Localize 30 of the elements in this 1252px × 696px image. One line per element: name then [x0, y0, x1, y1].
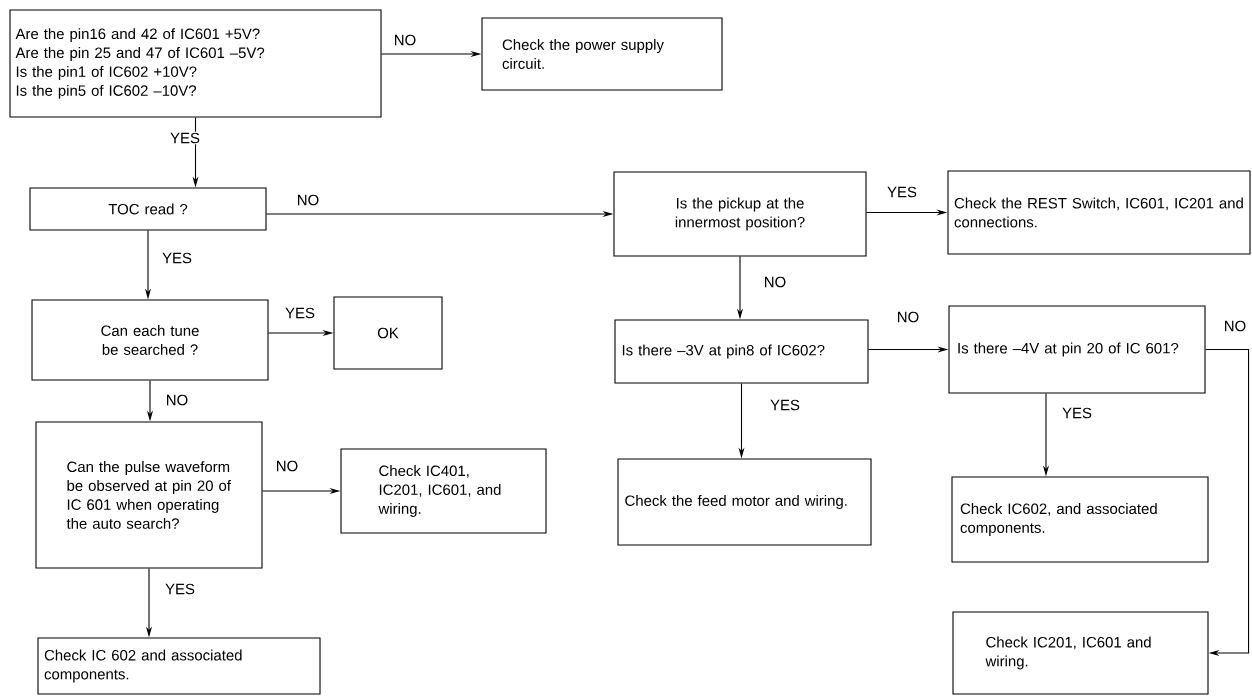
action-box: Check the REST Switch, IC601, IC201 and connections.	[947, 170, 1251, 255]
edge-label: YES	[169, 131, 201, 145]
question-box: Is the pickup at the innermost position?	[613, 171, 867, 257]
result-box: OK	[333, 296, 443, 370]
edge-label: YES	[164, 582, 196, 596]
action-box: Check IC 602 and associated components.	[37, 637, 321, 695]
edge-label: NO	[895, 310, 921, 324]
action-box: Check IC201, IC601 and wiring.	[952, 611, 1209, 695]
action-box: Check the power supply circuit.	[481, 17, 723, 91]
question-box: Is there –3V at pin8 of IC602?	[614, 319, 869, 384]
question-box: Can each tune be searched ?	[31, 299, 269, 381]
question-box: TOC read ?	[29, 187, 267, 231]
edge-label: NO	[762, 275, 788, 289]
edge-label: NO	[392, 33, 418, 47]
action-box: Check the feed motor and wiring.	[617, 458, 872, 546]
edge-label: NO	[274, 459, 300, 473]
edge-label: YES	[886, 185, 918, 199]
question-box: Is there –4V at pin 20 of IC 601?	[948, 305, 1206, 394]
question-box: Can the pulse waveform be observed at pin 20 of IC 601 when operating the auto search?	[35, 421, 263, 569]
edge-label: NO	[1222, 319, 1248, 333]
edge-label: YES	[284, 306, 316, 320]
edge-label: NO	[164, 393, 190, 407]
edge-label: YES	[769, 398, 801, 412]
action-box: Check IC401, IC201, IC601, and wiring.	[340, 448, 547, 534]
edge-label: YES	[1061, 406, 1093, 420]
edge-label: NO	[295, 193, 321, 207]
edge-label: YES	[161, 251, 193, 265]
question-box: Are the pin16 and 42 of IC601 +5V? Are the pin 25 and 47 of IC601 –5V? Is the pin1 of IC602 +10V? Is the pin5 of IC602 –10V?	[9, 9, 382, 118]
action-box: Check IC602, and associated components.	[951, 476, 1209, 563]
arrow	[1205, 348, 1250, 657]
